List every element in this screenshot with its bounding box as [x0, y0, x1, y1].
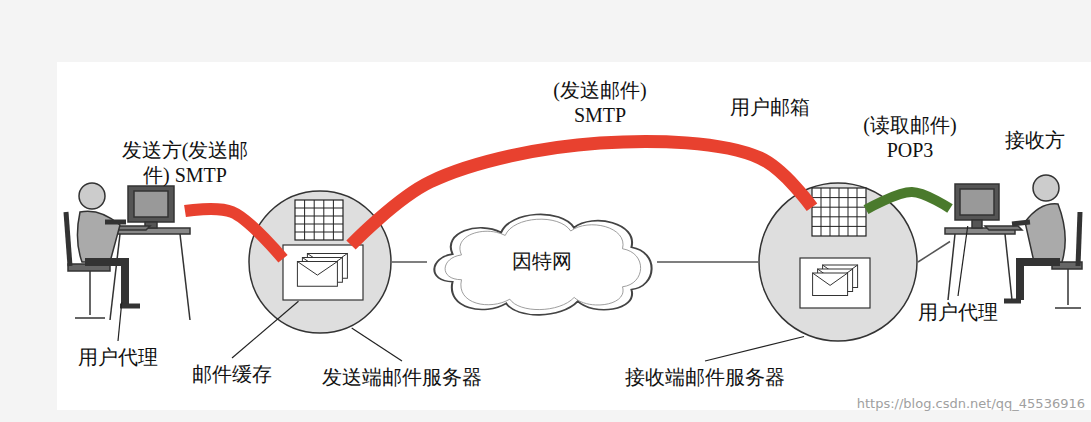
user-mailbox: 用户邮箱 — [812, 188, 866, 236]
mail-server-shape — [248, 190, 392, 334]
receiver-figure-part — [955, 184, 999, 220]
user-mailbox-outline-part — [821, 188, 822, 236]
mail-server-outline-part — [813, 273, 848, 285]
mail-server-outline-part — [800, 258, 870, 308]
sender-figure-part — [75, 317, 105, 319]
leader-line — [118, 302, 122, 341]
agent-label: 用户代理 — [78, 345, 158, 370]
leader-line — [705, 336, 804, 361]
receiver-label: 接收方 — [1005, 128, 1065, 153]
agent-label: 用户代理 — [918, 300, 998, 325]
sender-figure-part — [77, 211, 120, 262]
sender-figure-part — [134, 191, 168, 217]
leader-line — [352, 328, 402, 361]
receiver-figure-part — [1067, 269, 1069, 305]
server-label: 发送端邮件服务器 — [322, 365, 482, 390]
mail-server-outline-part — [304, 200, 305, 240]
user-mailbox-outline-part — [857, 188, 858, 236]
protocol-label: 发送方(发送邮件) SMTP — [110, 138, 260, 188]
cloud-label: 因特网 — [427, 249, 657, 274]
mail-server: 发送端邮件服务器邮件缓存 — [248, 190, 392, 334]
receiver-figure-part — [1012, 222, 1030, 224]
leader-line — [232, 301, 298, 358]
sender-figure-part — [66, 212, 70, 266]
sender-figure-part — [89, 271, 91, 315]
mail-server-outline-part — [314, 200, 315, 240]
sender-figure-part — [120, 304, 140, 309]
leader-line — [958, 226, 968, 296]
receiver-figure-part — [1055, 307, 1081, 309]
sender-figure-part — [105, 220, 126, 225]
user-mailbox-outline-part — [812, 188, 866, 236]
receiver-figure-part — [1005, 234, 1012, 300]
receiver-figure-part — [1025, 204, 1065, 262]
user-mailbox-outline-part — [812, 197, 866, 198]
sender-figure-part — [79, 183, 105, 209]
mail-server-outline-part — [813, 273, 848, 296]
receiver-figure-part — [972, 220, 982, 228]
receiver-figure — [945, 175, 1082, 308]
mail-queue-outline — [283, 245, 363, 300]
mail-server-outline-part — [295, 216, 343, 217]
receiver-figure-part — [1004, 299, 1021, 304]
mail-server-outline-part — [759, 183, 917, 341]
mail-server-outline — [759, 183, 917, 341]
user-mailbox-outline-part — [812, 226, 866, 227]
user-mailbox-outline-part — [812, 207, 866, 208]
mail-queue-outline-part — [297, 262, 337, 287]
protocol-label: (读取邮件) POP3 — [855, 113, 965, 163]
mail-queue-outline-part — [283, 245, 363, 300]
sender-station: 用户代理 — [60, 175, 185, 325]
server-label: 接收端邮件服务器 — [625, 365, 785, 390]
mail-queue-shape — [283, 245, 363, 300]
mail-server: 接收端邮件服务器用户邮箱 — [758, 182, 918, 342]
network-link — [392, 261, 427, 263]
user-mailbox-outline-part — [830, 188, 831, 236]
user-mailbox-outline-part — [812, 216, 866, 217]
user-mailbox-outline — [812, 188, 866, 236]
mail-server-outline-part — [295, 208, 343, 209]
user-mailbox-shape — [812, 188, 866, 236]
mail-server-outline-part — [323, 200, 324, 240]
mail-server-outline-part — [249, 191, 391, 333]
user-mailbox-outline-part — [848, 188, 849, 236]
mail-server-shape — [758, 182, 918, 342]
receiver-figure-part — [985, 226, 1022, 230]
mail-queue: 邮件缓存 — [283, 245, 363, 300]
sender-figure-part — [128, 186, 174, 222]
internet-cloud: 因特网 — [427, 203, 657, 321]
sender-figure-part — [180, 234, 190, 320]
queue-label: 邮件缓存 — [192, 362, 272, 387]
mail-queue-outline-part — [297, 262, 337, 276]
receiver-station: 接收方用户代理 — [950, 170, 1080, 280]
network-link — [657, 261, 758, 263]
mail-server-outline — [249, 191, 391, 333]
mail-server-outline-part — [295, 232, 343, 233]
receiver-figure-part — [960, 189, 994, 215]
user-mailbox-outline-part — [839, 188, 840, 236]
white-panel — [57, 62, 1091, 410]
mailbox-label: 用户邮箱 — [730, 95, 810, 120]
receiver-figure-part — [1033, 175, 1059, 201]
sender-figure — [66, 183, 190, 320]
mail-server-outline-part — [295, 224, 343, 225]
mail-server-outline-part — [295, 200, 343, 240]
watermark: https://blog.csdn.net/qq_45536916 — [857, 396, 1085, 411]
receiver-figure-part — [1020, 262, 1060, 300]
receiver-figure-part — [1078, 212, 1080, 266]
sender-figure-part — [85, 262, 125, 305]
receiver-figure-part — [948, 234, 955, 300]
mail-server-outline-part — [333, 200, 334, 240]
network-link — [918, 242, 950, 263]
protocol-label: (发送邮件) SMTP — [545, 78, 655, 128]
